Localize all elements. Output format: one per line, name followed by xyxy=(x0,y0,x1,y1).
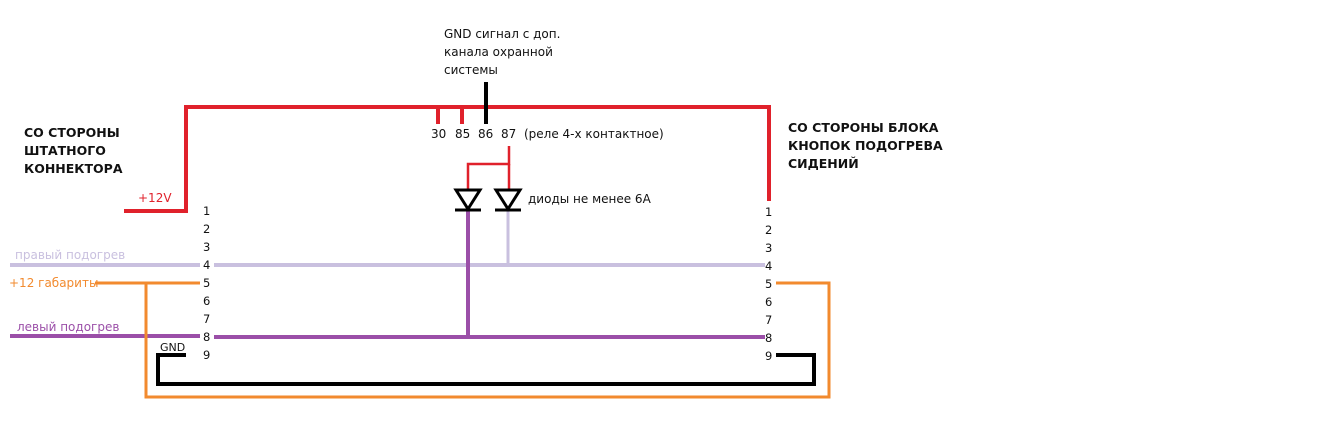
left-pin-1: 1 xyxy=(203,204,210,218)
red-12v-wire xyxy=(124,105,771,213)
left-pin-5: 5 xyxy=(203,276,210,290)
right-title-line-2: КНОПОК ПОДОГРЕВА xyxy=(788,138,943,153)
relay-pin-87-label: 87 xyxy=(501,127,516,141)
gnd-loop-wire xyxy=(156,353,816,386)
right-pin-5: 5 xyxy=(765,277,772,291)
left-pin-8: 8 xyxy=(203,330,210,344)
plus-12v-label: +12V xyxy=(138,191,172,205)
gabarity-loop-wire xyxy=(144,281,831,399)
left-connector-pins: 1 2 3 4 5 6 7 8 9 xyxy=(203,204,210,362)
diode-1-icon xyxy=(453,188,483,212)
right-title-line-3: СИДЕНИЙ xyxy=(788,156,859,171)
right-title-line-1: СО СТОРОНЫ БЛОКА xyxy=(788,120,939,135)
relay-note: (реле 4-х контактное) xyxy=(524,127,664,141)
gnd-signal-note-line-1: GND сигнал с доп. xyxy=(444,27,560,41)
left-pin-2: 2 xyxy=(203,222,210,236)
right-pin-9: 9 xyxy=(765,349,772,363)
diodes-note: диоды не менее 6А xyxy=(528,192,652,206)
left-pin-4: 4 xyxy=(203,258,210,272)
right-pin-2: 2 xyxy=(765,223,772,237)
gnd-label: GND xyxy=(160,341,185,354)
right-heat-label: правый подогрев xyxy=(15,248,125,262)
left-pin-7: 7 xyxy=(203,312,210,326)
left-title-line-2: ШТАТНОГО xyxy=(24,143,106,158)
right-pin-1: 1 xyxy=(765,205,772,219)
relay-pin-86-label: 86 xyxy=(478,127,493,141)
right-connector-pins: 1 2 3 4 5 6 7 8 9 xyxy=(765,205,772,363)
right-pin-6: 6 xyxy=(765,295,772,309)
left-heat-label: левый подогрев xyxy=(17,320,119,334)
relay-pin-85-label: 85 xyxy=(455,127,470,141)
right-pin-3: 3 xyxy=(765,241,772,255)
left-title-line-3: КОННЕКТОРА xyxy=(24,161,123,176)
gabarity-label: +12 габариты xyxy=(9,276,98,290)
left-pin-3: 3 xyxy=(203,240,210,254)
relay-pin-30-label: 30 xyxy=(431,127,446,141)
left-title-line-1: СО СТОРОНЫ xyxy=(24,125,120,140)
left-pin-6: 6 xyxy=(203,294,210,308)
gnd-signal-note-line-3: системы xyxy=(444,63,498,77)
left-pin-9: 9 xyxy=(203,348,210,362)
right-pin-7: 7 xyxy=(765,313,772,327)
right-pin-8: 8 xyxy=(765,331,772,345)
right-pin-4: 4 xyxy=(765,259,772,273)
diode-2-icon xyxy=(493,188,523,212)
relay-87-output-wire xyxy=(466,146,511,189)
gnd-signal-note-line-2: канала охранной xyxy=(444,45,553,59)
